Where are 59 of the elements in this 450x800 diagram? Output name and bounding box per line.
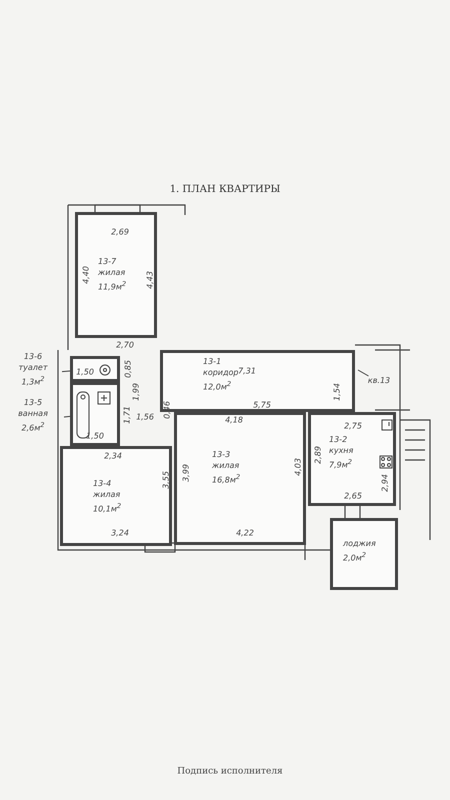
dimension-label: 4,40 bbox=[82, 266, 90, 284]
dimension-label: 5,75 bbox=[253, 400, 271, 410]
room-number: 13-1 bbox=[203, 357, 222, 367]
room-outline bbox=[60, 446, 172, 546]
leader-line bbox=[358, 370, 369, 376]
room-area: 10,1м$^{2}$ bbox=[93, 501, 122, 515]
room-name: жилая bbox=[98, 268, 126, 278]
signature-caption: Подпись исполнителя bbox=[177, 768, 283, 776]
dimension-label: 3,99 bbox=[182, 464, 190, 482]
room-number: 13-6 bbox=[22, 352, 44, 362]
room-name: коридор bbox=[203, 368, 239, 378]
leader-line bbox=[62, 370, 70, 372]
dimension-label: 0,85 bbox=[124, 360, 132, 378]
dimension-label: 2,94 bbox=[380, 474, 390, 492]
room-area: 11,9м$^{2}$ bbox=[98, 279, 126, 293]
dimension-label: 1,99 bbox=[132, 383, 140, 401]
dimension-label: 1,56 bbox=[136, 412, 154, 422]
dimension-label: 1,50 bbox=[76, 368, 94, 376]
room-name: жилая bbox=[212, 461, 240, 471]
dimension-label: 4,22 bbox=[236, 528, 254, 538]
room-area: 2,0м$^{2}$ bbox=[343, 550, 366, 564]
room-name: жилая bbox=[93, 490, 120, 500]
room-area: 1,3м$^{2}$ bbox=[4, 374, 62, 388]
dimension-label: 2,75 bbox=[344, 422, 362, 430]
dimension-label: 2,34 bbox=[104, 452, 122, 460]
dimension-label: 3,24 bbox=[111, 528, 129, 538]
dimension-label: 2,70 bbox=[116, 340, 134, 350]
dimension-label: 1,71 bbox=[122, 406, 132, 424]
room-number: 13-5 bbox=[22, 398, 44, 408]
room-outline bbox=[308, 412, 396, 506]
dimension-label: 2,89 bbox=[314, 446, 322, 464]
room-area: 12,0м$^{2}$ bbox=[203, 379, 232, 393]
room-outline bbox=[174, 412, 306, 545]
room-outline bbox=[330, 518, 398, 590]
room-name: туалет bbox=[18, 363, 49, 373]
plan-title: 1. ПЛАН КВАРТИРЫ bbox=[168, 184, 282, 195]
dimension-label: 4,03 bbox=[294, 458, 302, 476]
dimension-label: 4,43 bbox=[146, 271, 154, 289]
room-area: 2,6м$^{2}$ bbox=[2, 420, 64, 434]
room-name: кухня bbox=[329, 446, 354, 456]
dimension-label: 2,69 bbox=[111, 228, 129, 236]
room-outline bbox=[70, 382, 120, 446]
room-number: 13-7 bbox=[98, 257, 116, 267]
apartment-label: кв.13 bbox=[366, 376, 392, 386]
dimension-label: 3,55 bbox=[162, 471, 170, 489]
room-area: 7,9м$^{2}$ bbox=[329, 457, 352, 471]
room-area: 16,8м$^{2}$ bbox=[212, 472, 240, 486]
room-number: 13-2 bbox=[329, 435, 348, 445]
dimension-label: 4,18 bbox=[225, 416, 243, 424]
room-outline bbox=[75, 212, 157, 338]
room-number: 13-4 bbox=[93, 479, 112, 489]
room-number: 13-3 bbox=[212, 450, 230, 460]
dimension-label: 1,54 bbox=[332, 383, 342, 401]
room-name: ванная bbox=[17, 409, 49, 419]
room-name: лоджия bbox=[343, 539, 376, 549]
room-outline bbox=[70, 356, 120, 382]
dimension-label: 2,65 bbox=[344, 492, 362, 500]
dimension-label: 7,31 bbox=[238, 366, 256, 376]
leader-line bbox=[64, 416, 70, 418]
